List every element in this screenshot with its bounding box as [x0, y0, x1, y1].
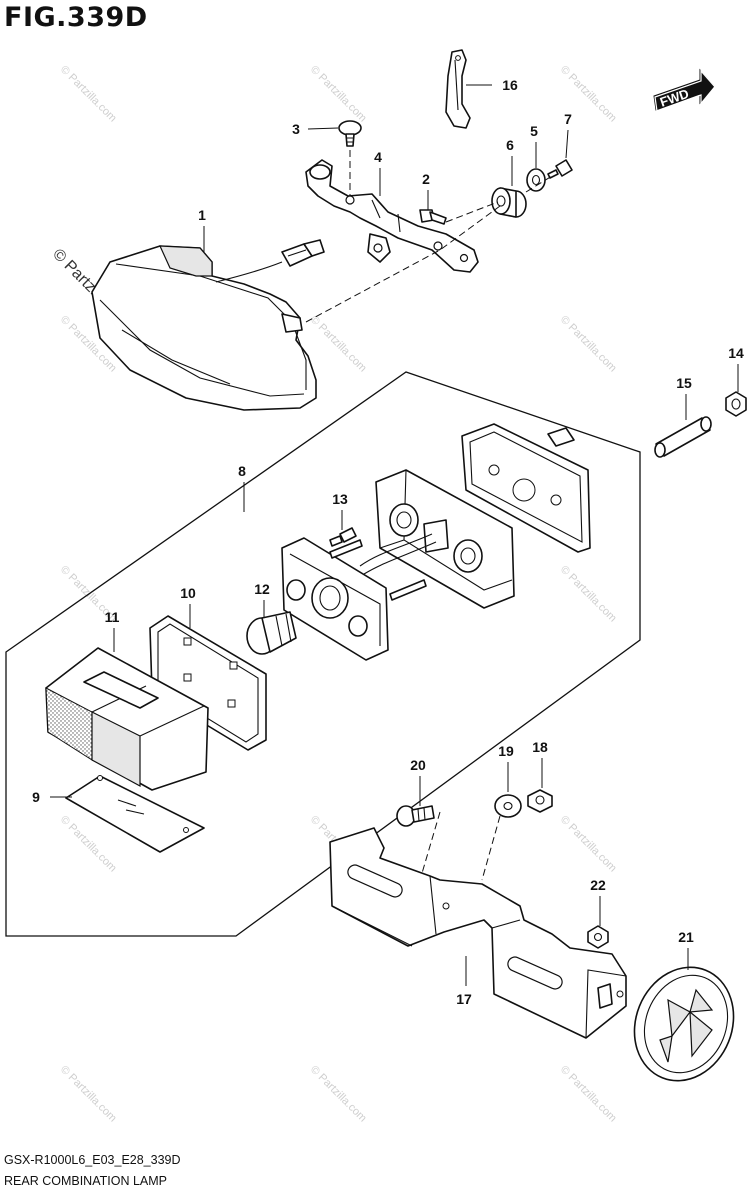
watermark-1: © Partzilla.com — [308, 64, 369, 125]
callout-4: 4 — [374, 149, 382, 196]
part-socket-plate — [281, 533, 437, 661]
callout-leader-3 — [307, 127, 339, 130]
figure-code: GSX-R1000L6_E03_E28_339D — [4, 1153, 181, 1167]
callout-16: 16 — [466, 77, 518, 93]
callout-14: 14 — [728, 345, 744, 392]
part-12-bulb — [246, 611, 297, 655]
callout-label-18: 18 — [532, 739, 548, 755]
part-11-lens — [45, 647, 209, 791]
watermark-11: © Partzilla.com — [558, 814, 619, 875]
callout-label-11: 11 — [105, 609, 120, 625]
callout-label-16: 16 — [502, 77, 518, 93]
callout-9: 9 — [32, 789, 72, 805]
callout-label-15: 15 — [676, 375, 692, 391]
part-lamp-gasket — [461, 423, 591, 553]
watermark-14: © Partzilla.com — [558, 1064, 619, 1125]
callout-17: 17 — [456, 956, 472, 1007]
callout-label-12: 12 — [254, 581, 270, 597]
part-14-nut — [725, 391, 747, 417]
watermark-12: © Partzilla.com — [58, 1064, 119, 1125]
callout-label-9: 9 — [32, 789, 40, 805]
part-2-bolt — [419, 209, 447, 225]
figure-name: REAR COMBINATION LAMP — [4, 1174, 167, 1188]
callout-label-6: 6 — [506, 137, 514, 153]
callout-2: 2 — [422, 171, 430, 210]
callout-3: 3 — [292, 121, 339, 137]
part-18-nut — [527, 789, 553, 813]
watermark-13: © Partzilla.com — [308, 1064, 369, 1125]
part-13-screw — [329, 527, 357, 547]
callout-label-8: 8 — [238, 463, 246, 479]
guide-washer — [481, 815, 501, 881]
callout-label-14: 14 — [728, 345, 744, 361]
callout-label-2: 2 — [422, 171, 430, 187]
fwd-label: FWD — [658, 86, 691, 110]
callout-label-7: 7 — [564, 111, 572, 127]
part-17-reflector-bracket — [329, 827, 627, 1039]
part-7-screw — [547, 159, 573, 179]
callout-11: 11 — [105, 609, 120, 652]
callout-19: 19 — [498, 743, 514, 792]
callout-20: 20 — [410, 757, 426, 806]
callout-label-3: 3 — [292, 121, 300, 137]
part-19-washer — [494, 794, 522, 818]
part-20-bolt — [396, 805, 435, 827]
callout-22: 22 — [590, 877, 606, 926]
figure-title: FIG.339D — [4, 2, 148, 33]
part-4-bracket — [305, 159, 479, 273]
callout-5: 5 — [530, 123, 538, 168]
callout-label-4: 4 — [374, 149, 382, 165]
callout-leader-7 — [565, 129, 569, 159]
assembly-guide-lines — [305, 150, 553, 323]
watermark-4: © Partzilla.com — [308, 314, 369, 375]
callout-label-5: 5 — [530, 123, 538, 139]
callout-label-21: 21 — [678, 929, 694, 945]
callout-label-1: 1 — [198, 207, 206, 223]
part-6-grommet — [491, 187, 527, 218]
part-15-sleeve — [654, 416, 712, 458]
callout-label-10: 10 — [180, 585, 196, 601]
callout-15: 15 — [676, 375, 692, 420]
callout-12: 12 — [254, 581, 270, 618]
callout-label-22: 22 — [590, 877, 606, 893]
part-1-tail-lamp — [91, 239, 325, 411]
callout-label-17: 17 — [456, 991, 472, 1007]
callout-label-13: 13 — [332, 491, 348, 507]
callout-6: 6 — [506, 137, 514, 186]
part-3-screw — [338, 120, 362, 147]
part-9-plate — [65, 775, 205, 853]
assembly-8-frame — [5, 371, 641, 937]
callout-1: 1 — [198, 207, 206, 252]
callout-label-19: 19 — [498, 743, 514, 759]
watermark-0: © Partzilla.com — [58, 64, 119, 125]
guide-bolt — [419, 811, 441, 881]
watermark-5: © Partzilla.com — [558, 314, 619, 375]
fwd-direction-badge: FWD — [653, 68, 716, 112]
part-16-clip — [445, 49, 471, 129]
callout-7: 7 — [564, 111, 572, 159]
exploded-parts-diagram: © Partzilla.com © Partzilla.com © Partzill… — [5, 49, 747, 1125]
part-5-washer — [526, 168, 546, 192]
callout-21: 21 — [678, 929, 694, 970]
part-21-reflector — [633, 966, 735, 1082]
callout-18: 18 — [532, 739, 548, 788]
part-22-nut — [587, 925, 609, 949]
watermark-8: © Partzilla.com — [558, 564, 619, 625]
callout-8: 8 — [238, 463, 246, 512]
callout-13: 13 — [332, 491, 348, 530]
callout-label-20: 20 — [410, 757, 426, 773]
callout-10: 10 — [180, 585, 196, 628]
